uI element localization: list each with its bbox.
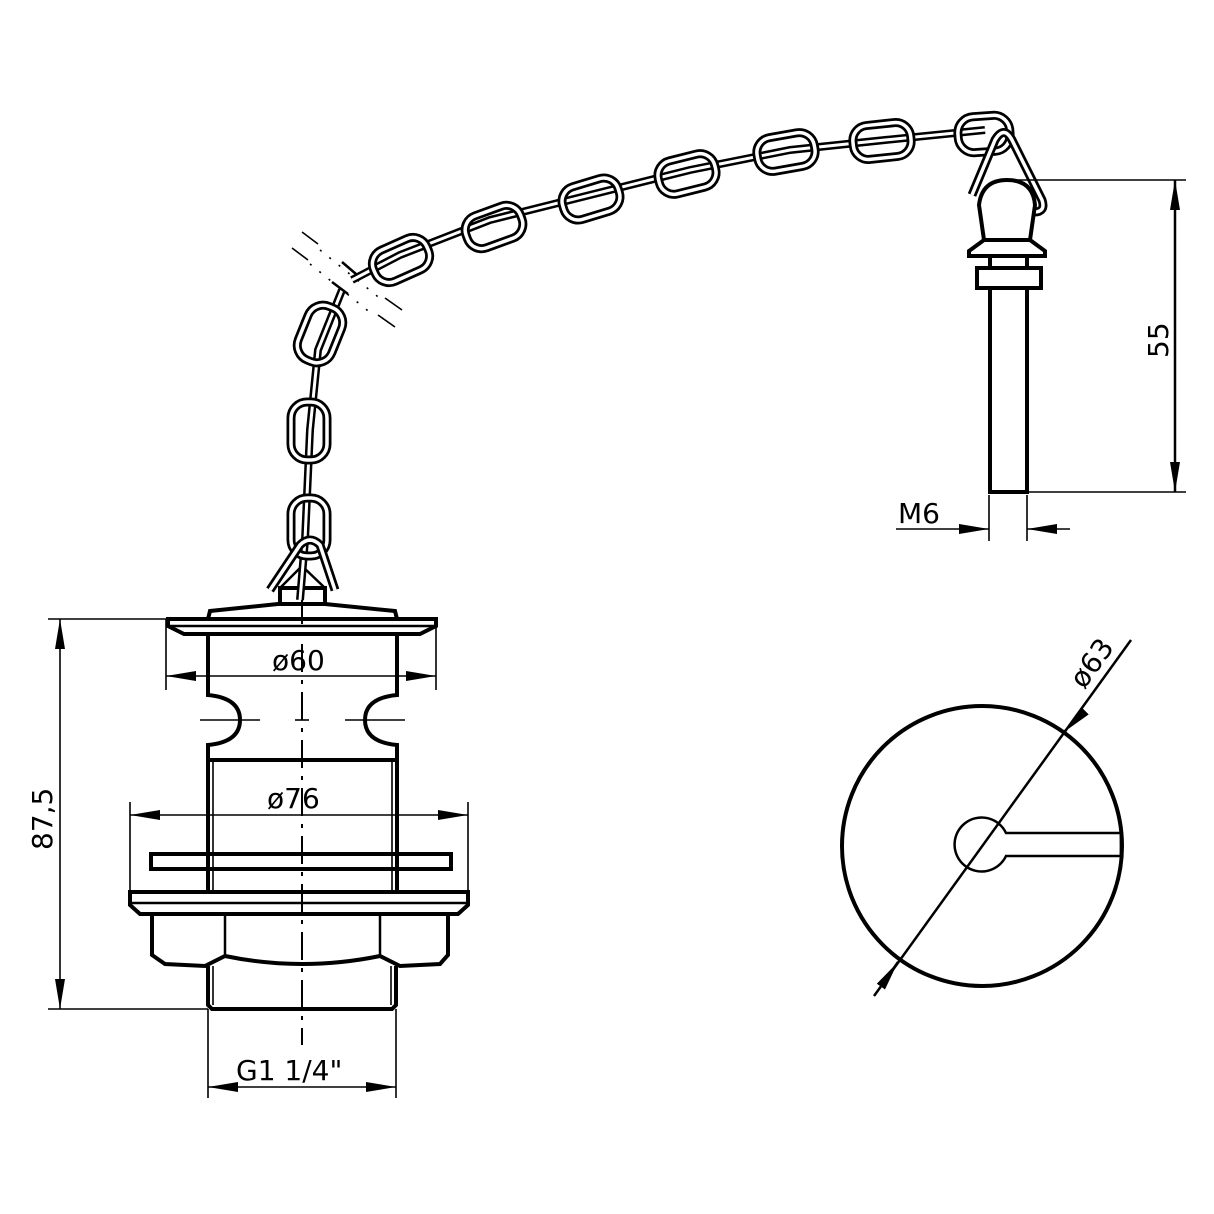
stopper-pin	[967, 128, 1048, 494]
pin-length-label: 55	[1142, 322, 1175, 358]
dimension-backnut-diameter: ø76	[129, 782, 469, 890]
dimension-thread: G1 1/4"	[207, 1009, 397, 1098]
chain-break-symbol	[291, 231, 403, 328]
flange-diameter-label: ø60	[272, 644, 325, 677]
thread-size-label: G1 1/4"	[236, 1054, 342, 1087]
plug-diameter-label: ø63	[1063, 632, 1121, 694]
dimension-plug-diameter: ø63	[872, 632, 1133, 997]
dimension-flange-diameter: ø60	[165, 619, 437, 690]
pin-thread-label: M6	[898, 497, 940, 530]
dimension-pin-thread: M6	[896, 495, 1070, 541]
overall-height-label: 87,5	[26, 788, 59, 850]
plug-top-view	[840, 704, 1124, 988]
chain	[266, 110, 1015, 601]
dimension-overall-height: 87,5	[26, 618, 208, 1010]
dimension-pin-length: 55	[1005, 179, 1186, 493]
backnut-diameter-label: ø76	[267, 782, 320, 815]
waste-body-elevation	[128, 564, 470, 1045]
